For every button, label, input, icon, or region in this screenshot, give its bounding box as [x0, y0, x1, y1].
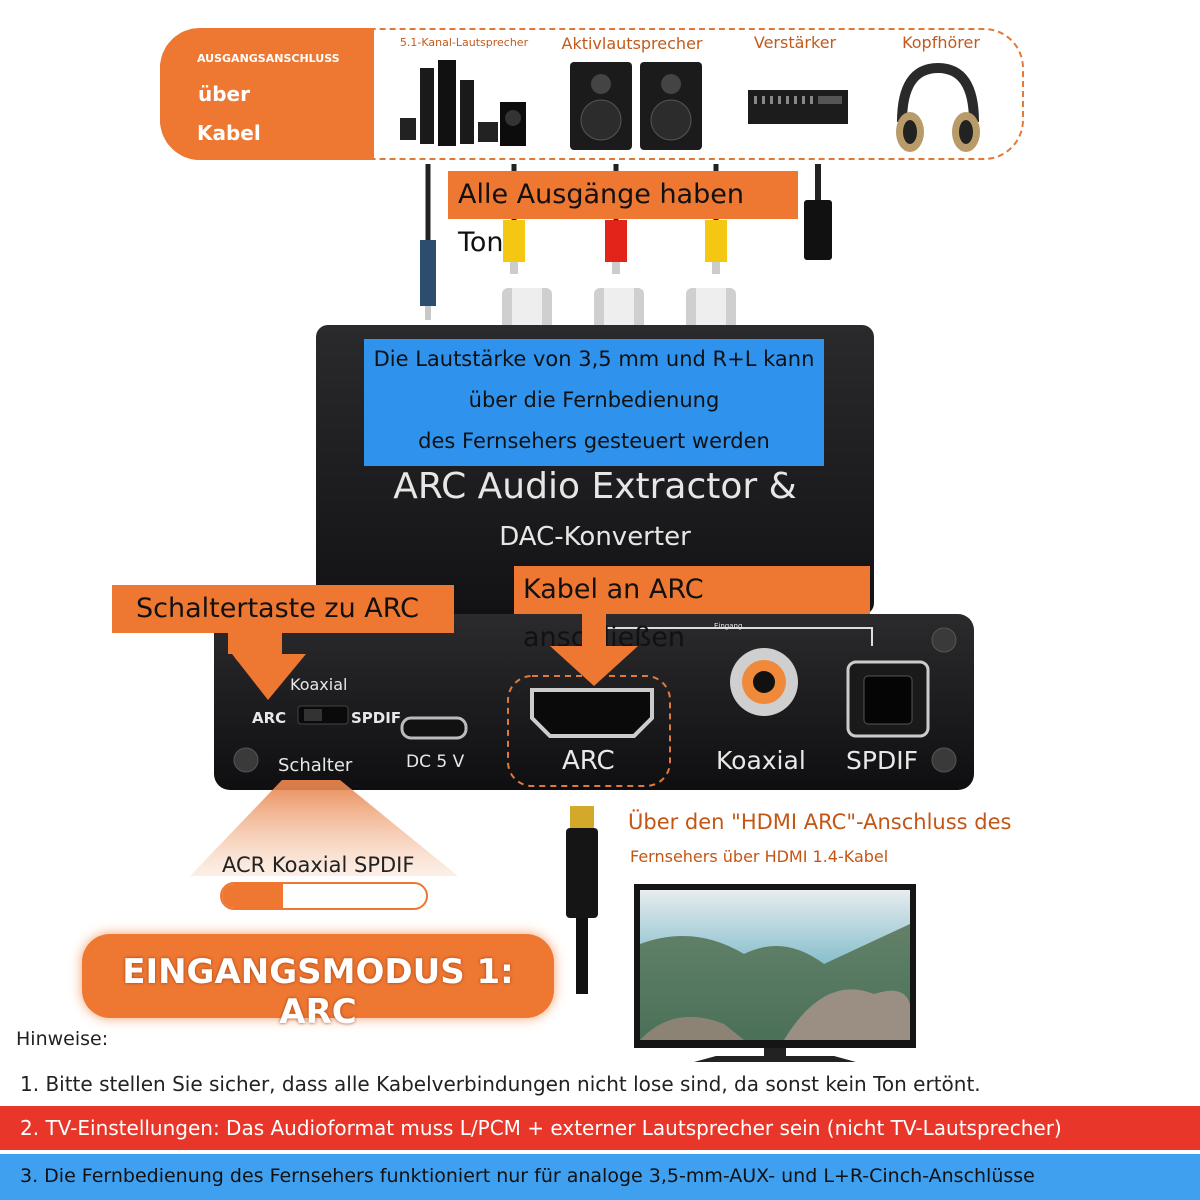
- switch-label: Schalter: [278, 755, 353, 776]
- switch-light-beam: [190, 780, 458, 876]
- surround-speakers-icon: [400, 60, 526, 146]
- note-3: 3. Die Fernbedienung des Fernsehers funk…: [0, 1154, 1200, 1200]
- spdif-port-label: SPDIF: [846, 746, 918, 775]
- koaxial-top-label: Koaxial: [290, 675, 348, 694]
- headphones-icon: [896, 62, 980, 152]
- mode-progress-track: [220, 882, 428, 910]
- switch-arc-label: ARC: [252, 709, 287, 727]
- switch-hint-label: Schaltertaste zu ARC: [112, 585, 454, 633]
- device-label-active-speakers: Aktivlautsprecher: [561, 34, 703, 53]
- note-1: 1. Bitte stellen Sie sicher, dass alle K…: [0, 1062, 1200, 1106]
- output-tag: AUSGANGSANSCHLUSS über Kabel: [160, 28, 374, 160]
- hdmi-note-line1: Über den "HDMI ARC"-Anschluss des: [628, 810, 1012, 834]
- volume-note-line1: Die Lautstärke von 3,5 mm und R+L kann: [373, 347, 815, 371]
- mode-scale-label: ACR Koaxial SPDIF: [222, 853, 415, 877]
- product-subtitle: DAC-Konverter: [499, 522, 691, 552]
- output-tag-line3: Kabel: [197, 121, 261, 145]
- koaxial-port-label: Koaxial: [716, 746, 806, 775]
- hdmi-note-line2: Fernsehers über HDMI 1.4-Kabel: [630, 847, 889, 866]
- active-speakers-icon: [570, 62, 702, 150]
- note-2: 2. TV-Einstellungen: Das Audioformat mus…: [0, 1106, 1200, 1150]
- device-label-amplifier: Verstärker: [753, 33, 837, 52]
- hdmi-cable-icon: [566, 806, 598, 994]
- volume-note-line3: des Fernsehers gesteuert werden: [418, 429, 770, 453]
- output-tag-line1: AUSGANGSANSCHLUSS: [197, 52, 340, 65]
- arrow-down-arc-icon: [550, 612, 638, 686]
- amplifier-icon: [748, 90, 848, 124]
- volume-note-line2: über die Fernbedienung: [468, 388, 720, 412]
- rca-jacks: [502, 288, 736, 330]
- all-outputs-label: Alle Ausgänge haben Ton: [448, 171, 798, 258]
- arc-hint-label: Kabel an ARC anschließen: [514, 566, 870, 653]
- product-title: ARC Audio Extractor &: [393, 466, 797, 507]
- volume-note: Die Lautstärke von 3,5 mm und R+L kann ü…: [364, 339, 824, 466]
- dc-label: DC 5 V: [406, 752, 465, 772]
- notes-title: Hinweise:: [16, 1028, 109, 1050]
- eingang-label: Eingang: [714, 622, 743, 630]
- tv-icon: [634, 884, 916, 1062]
- output-tag-line2: über: [198, 82, 250, 106]
- arc-port-label: ARC: [562, 746, 615, 776]
- arrow-down-switch-icon: [228, 632, 306, 700]
- device-label-surround: 5.1-Kanal-Lautsprecher: [399, 36, 529, 49]
- mode-progress-fill: [222, 884, 284, 908]
- switch-spdif-label: SPDIF: [351, 709, 402, 727]
- device-label-headphones: Kopfhörer: [902, 33, 980, 52]
- mode-badge: [82, 934, 554, 1018]
- mode-badge-text: EINGANGSMODUS 1: ARC: [122, 952, 514, 1032]
